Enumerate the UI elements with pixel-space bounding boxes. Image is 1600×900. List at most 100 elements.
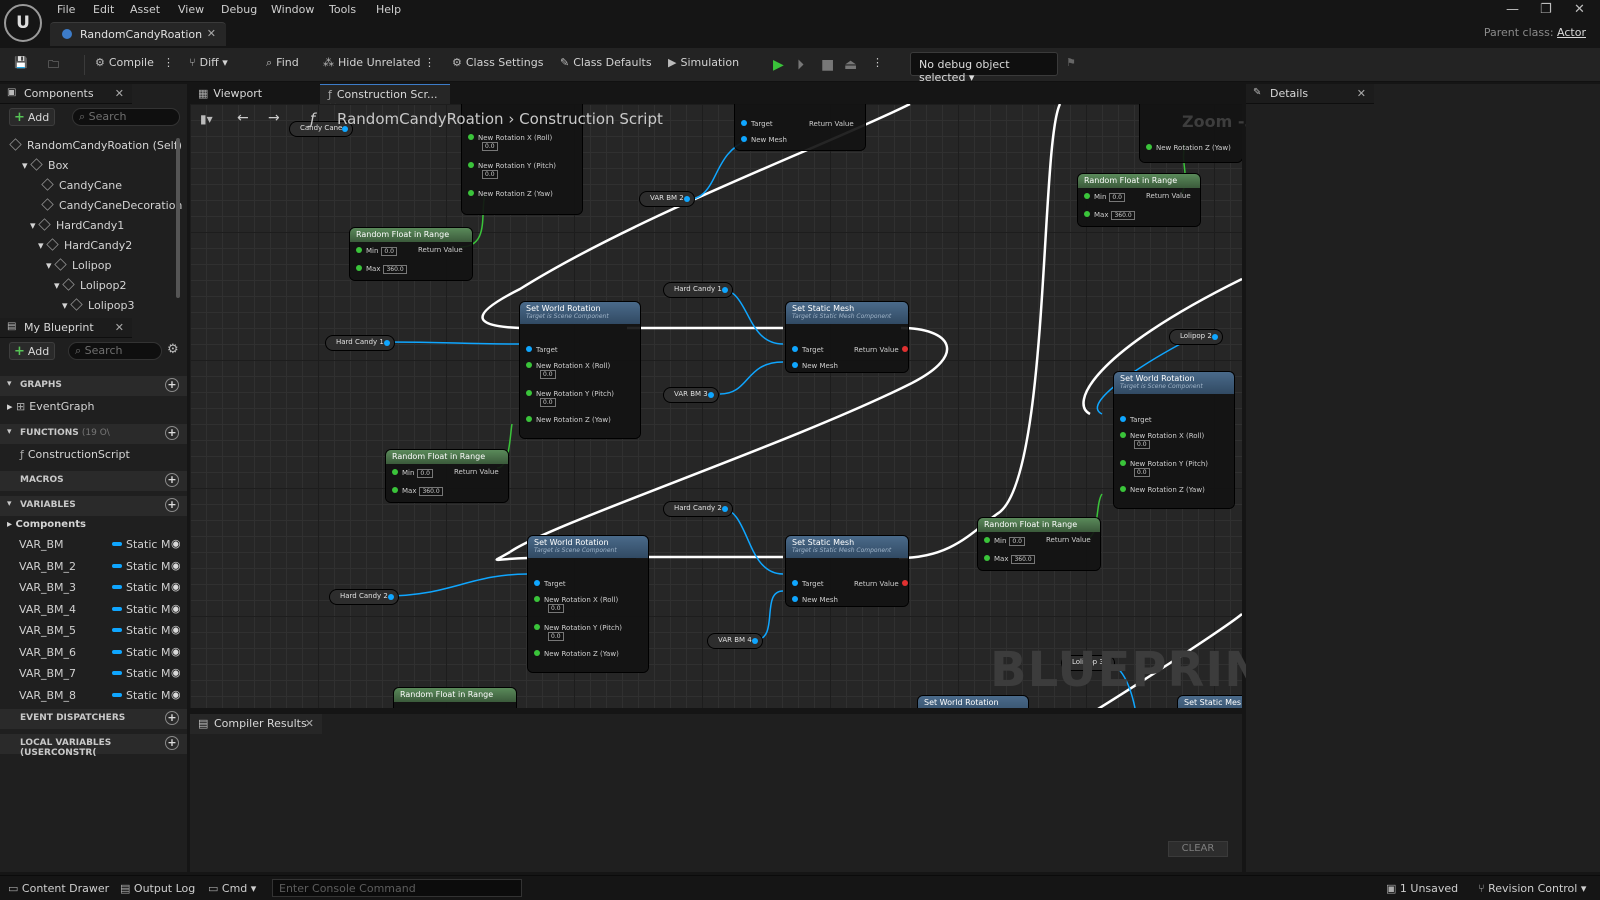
menu-file[interactable]: File (57, 3, 76, 16)
section-graphs[interactable]: ▾GRAPHS+ (0, 376, 187, 396)
save-icon[interactable]: 💾 (14, 56, 28, 69)
variable-type[interactable]: Static M (112, 667, 170, 680)
target-pin[interactable]: Target (792, 346, 824, 354)
cmd-select[interactable]: ▭ Cmd ▾ (208, 882, 257, 895)
step-icon[interactable]: ⏵ (797, 57, 804, 73)
rotation-x-pin[interactable]: New Rotation X (Roll)0.0 (534, 596, 618, 613)
eye-icon[interactable]: ◉ (171, 559, 181, 572)
target-pin[interactable]: Target (792, 580, 824, 588)
compiler-results-tab[interactable]: ▤ Compiler Results ✕ (190, 714, 322, 734)
pin-value[interactable]: 360.0 (419, 487, 443, 496)
pin-value[interactable]: 360.0 (1111, 211, 1135, 220)
eye-icon[interactable]: ◉ (171, 688, 181, 701)
set-world-rotation-node[interactable]: New Rotation Z (Yaw) (1140, 104, 1242, 162)
class-defaults-button[interactable]: ✎Class Defaults (560, 56, 652, 69)
return-value-pin[interactable]: Return Value (1046, 536, 1091, 544)
components-tab[interactable]: ▣ Components ✕ (0, 84, 132, 104)
random-float-node[interactable]: Random Float in Range (394, 688, 516, 708)
add-dispatcher-icon[interactable]: + (165, 711, 179, 725)
target-pin[interactable]: Target (526, 346, 558, 354)
category-components[interactable]: ▸ Components (7, 519, 86, 530)
components-scrollbar[interactable] (176, 138, 180, 298)
rotation-y-pin[interactable]: New Rotation Y (Pitch)0.0 (468, 162, 556, 179)
variable-type[interactable]: Static M (112, 689, 170, 702)
rotation-y-pin[interactable]: New Rotation Y (Pitch)0.0 (526, 390, 614, 407)
hard-candy-1-variable[interactable]: Hard Candy 1 (664, 283, 732, 297)
tree-item-box[interactable]: ▾ Box (22, 158, 69, 172)
rotation-z-pin[interactable]: New Rotation Z (Yaw) (534, 650, 619, 658)
pin-value[interactable]: 0.0 (482, 142, 498, 151)
hard-candy-2-variable[interactable]: Hard Candy 2 (330, 590, 398, 604)
hide-options-icon[interactable]: ⋮ (424, 56, 435, 69)
tree-item-lolipop[interactable]: ▾ Lolipop (46, 258, 112, 272)
tree-item-self[interactable]: RandomCandyRoation (Self) (9, 138, 182, 152)
add-variable-icon[interactable]: + (165, 498, 179, 512)
eject-icon[interactable]: ⏏ (844, 57, 858, 73)
menu-help[interactable]: Help (376, 3, 402, 16)
variable-type[interactable]: Static M (112, 538, 170, 551)
my-blueprint-tab[interactable]: ▤ My Blueprint ✕ (0, 318, 132, 338)
pin-value[interactable]: 0.0 (482, 170, 498, 179)
section-variables[interactable]: ▾VARIABLES+ (0, 496, 187, 516)
rotation-x-pin[interactable]: New Rotation X (Roll)0.0 (468, 134, 552, 151)
set-world-rotation-node[interactable]: Set World Rotation (918, 696, 1028, 708)
menu-asset[interactable]: Asset (130, 3, 161, 16)
output-log-button[interactable]: ▤ Output Log (120, 882, 195, 895)
debug-filter-icon[interactable]: ⚑ (1066, 56, 1076, 69)
add-component-button[interactable]: +Add (9, 108, 55, 126)
simulation-button[interactable]: ▶Simulation (668, 56, 739, 69)
menu-edit[interactable]: Edit (93, 3, 115, 16)
new-mesh-pin[interactable]: New Mesh (792, 362, 838, 370)
find-button[interactable]: ⌕Find (266, 56, 299, 70)
rotation-x-pin[interactable]: New Rotation X (Roll)0.0 (526, 362, 610, 379)
tree-item-hardcandy1[interactable]: ▾ HardCandy1 (30, 218, 125, 232)
tree-item-lolipop3[interactable]: ▾ Lolipop3 (62, 298, 135, 312)
rotation-z-pin[interactable]: New Rotation Z (Yaw) (1120, 486, 1205, 494)
pin-value[interactable]: 0.0 (548, 604, 564, 613)
add-member-button[interactable]: +Add (9, 342, 55, 360)
candy-cane-variable[interactable]: Candy Cane (290, 122, 353, 136)
variable-type[interactable]: Static M (112, 646, 170, 659)
close-icon[interactable]: ✕ (206, 27, 216, 40)
add-local-variable-icon[interactable]: + (165, 736, 179, 750)
parent-class-link[interactable]: Actor (1557, 26, 1586, 39)
var-bm-3-variable[interactable]: VAR BM 3 (664, 388, 718, 402)
hard-candy-1-variable[interactable]: Hard Candy 1 (326, 336, 394, 350)
clear-button[interactable]: CLEAR (1168, 841, 1228, 857)
graph-canvas[interactable]: New Rotation X (Roll)0.0 New Rotation Y … (190, 104, 1242, 708)
variable-type[interactable]: Static M (112, 581, 170, 594)
rotation-z-pin[interactable]: New Rotation Z (Yaw) (468, 190, 553, 198)
new-mesh-pin[interactable]: New Mesh (792, 596, 838, 604)
compile-button[interactable]: ⚙Compile (95, 56, 154, 69)
return-value-pin[interactable]: Return Value (809, 120, 854, 128)
diff-button[interactable]: ⑂Diff ▾ (189, 56, 228, 69)
tree-item-hardcandy2[interactable]: ▾ HardCandy2 (38, 238, 133, 252)
details-tab[interactable]: ✎ Details ✕ (1246, 84, 1374, 104)
pin-value[interactable]: 0.0 (1134, 440, 1150, 449)
forward-arrow-icon[interactable]: → (268, 110, 280, 126)
close-icon[interactable]: ✕ (304, 717, 314, 730)
pin-value[interactable]: 0.0 (548, 632, 564, 641)
return-value-pin[interactable]: Return Value (1146, 192, 1191, 200)
close-icon[interactable]: ✕ (114, 87, 124, 100)
document-tab[interactable]: RandomCandyRoation ✕ (50, 22, 226, 46)
debug-object-select[interactable]: No debug object selected ▾ (910, 52, 1058, 84)
add-function-icon[interactable]: + (165, 426, 179, 440)
hide-unrelated-button[interactable]: ⁂Hide Unrelated (323, 56, 421, 69)
